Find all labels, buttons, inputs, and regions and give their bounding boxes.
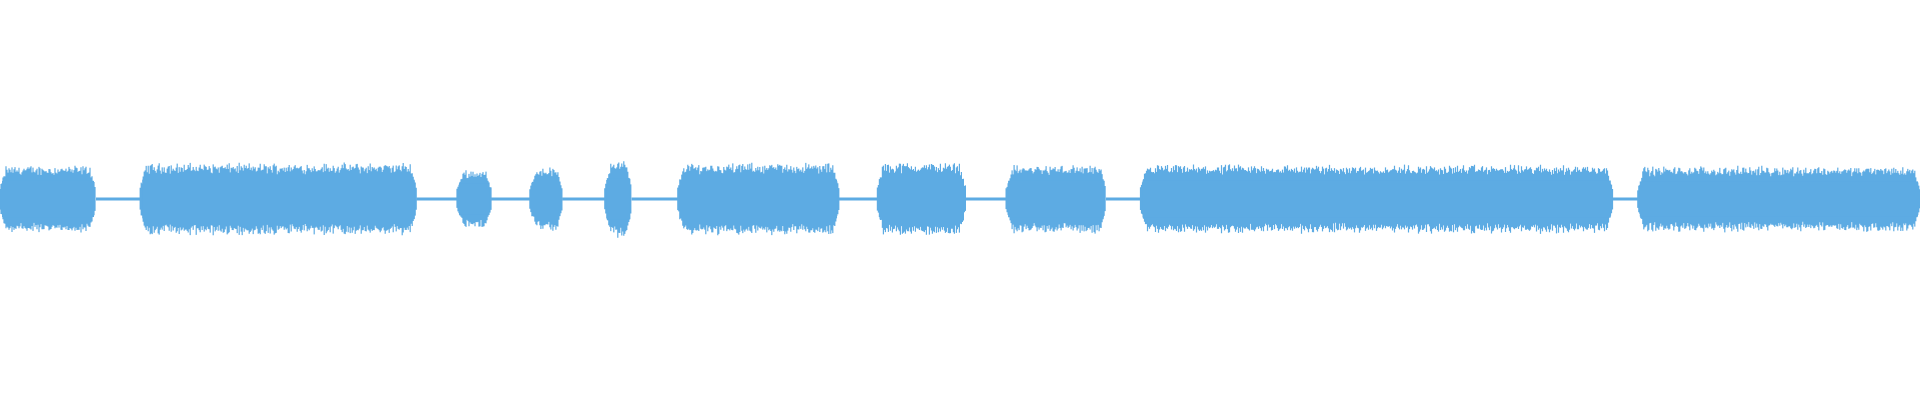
waveform-sound-segment (529, 167, 563, 231)
waveform-sound-segment (1005, 165, 1106, 234)
waveform-silence-segment (1612, 197, 1638, 201)
waveform-sound-segment (677, 162, 840, 236)
waveform-sound-segment (1139, 164, 1614, 234)
waveform-sound-segment (139, 162, 417, 236)
waveform-sound-segment (1637, 165, 1920, 233)
waveform-sound-segment (604, 161, 632, 238)
waveform-sound-segment (876, 163, 966, 235)
waveform-silence-segment (965, 197, 1007, 201)
waveform-silence-segment (1105, 197, 1141, 201)
waveform-silence-segment (96, 197, 141, 201)
waveform-sound-segment (456, 170, 492, 227)
waveform-silence-segment (491, 197, 530, 201)
waveform-silence-segment (562, 197, 605, 201)
waveform-silence-segment (631, 197, 678, 201)
waveform-silence-segment (416, 197, 457, 201)
waveform-sound-segment (0, 165, 96, 233)
waveform-silence-segment (839, 197, 878, 201)
